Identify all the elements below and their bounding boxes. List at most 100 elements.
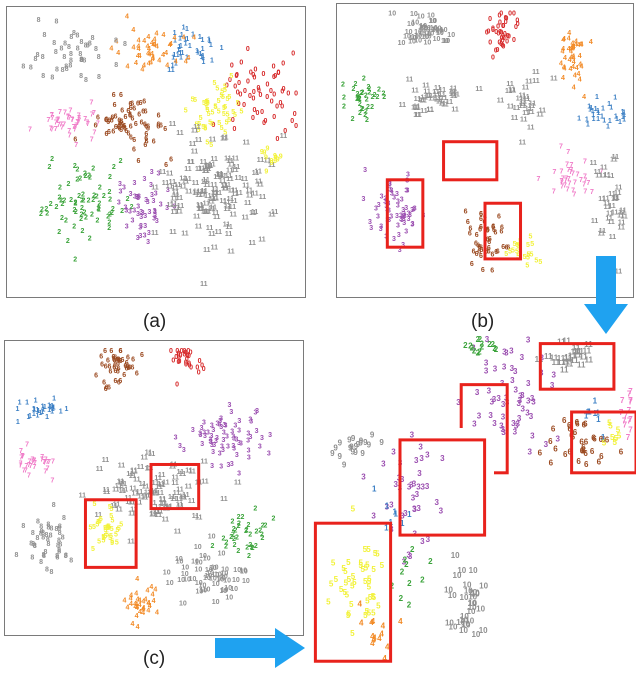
scatter-point-blue: 1 — [207, 38, 211, 45]
scatter-point-purple: 3 — [225, 434, 229, 441]
scatter-point-yellow: 5 — [226, 96, 230, 103]
scatter-point-pink: 7 — [628, 396, 633, 405]
scatter-point-gray: 11 — [564, 354, 573, 363]
scatter-point-purple: 3 — [400, 217, 404, 224]
scatter-point-gray: 11 — [199, 189, 207, 196]
scatter-point-gray: 9 — [347, 436, 352, 445]
scatter-point-red: 0 — [184, 361, 188, 368]
scatter-point-yellow: 5 — [610, 433, 615, 442]
scatter-point-brown: 6 — [112, 357, 116, 364]
scatter-point-green: 2 — [50, 156, 54, 163]
scatter-point-gray: 11 — [413, 112, 421, 119]
scatter-point-red: 0 — [491, 27, 495, 34]
highlight-box — [398, 438, 487, 537]
scatter-point-orange: 4 — [580, 42, 584, 49]
scatter-point-purple: 3 — [143, 176, 147, 183]
scatter-point-gray: 10 — [468, 599, 477, 608]
scatter-point-blue: 1 — [50, 403, 54, 410]
scatter-point-brown: 6 — [156, 122, 160, 129]
scatter-point-red: 0 — [286, 90, 290, 97]
scatter-point-yellow: 5 — [227, 117, 231, 124]
scatter-point-pink: 7 — [93, 129, 97, 136]
scatter-point-purple: 3 — [410, 431, 415, 440]
scatter-point-green: 2 — [232, 526, 236, 533]
scatter-point-purple: 3 — [513, 367, 518, 376]
scatter-point-gray: 11 — [583, 346, 592, 355]
scatter-point-gray: 8 — [56, 542, 60, 549]
scatter-point-pink: 7 — [565, 162, 569, 169]
scatter-point-pink: 7 — [583, 159, 587, 166]
scatter-point-gray: 10 — [433, 36, 441, 43]
scatter-point-purple: 3 — [415, 490, 420, 499]
scatter-point-yellow: 5 — [371, 565, 376, 574]
scatter-point-purple: 3 — [515, 420, 520, 429]
scatter-point-purple: 3 — [221, 447, 225, 454]
scatter-point-gray: 11 — [256, 181, 264, 188]
scatter-point-gray: 11 — [229, 204, 237, 211]
scatter-point-purple: 3 — [471, 344, 476, 353]
scatter-point-green: 2 — [247, 522, 251, 529]
scatter-point-green: 2 — [261, 523, 265, 530]
scatter-point-yellow: 5 — [508, 248, 512, 255]
scatter-point-pink: 7 — [579, 177, 583, 184]
scatter-point-gray: 9 — [351, 434, 356, 443]
scatter-point-orange: 4 — [165, 62, 169, 69]
scatter-point-gray: 11 — [207, 199, 215, 206]
scatter-point-brown: 6 — [573, 428, 578, 437]
scatter-point-gray: 11 — [505, 88, 513, 95]
scatter-point-yellow: 5 — [351, 505, 356, 514]
scatter-point-gray: 11 — [102, 487, 110, 494]
scatter-point-pink: 7 — [85, 119, 89, 126]
scatter-point-purple: 3 — [510, 364, 515, 373]
scatter-point-purple: 3 — [136, 211, 140, 218]
scatter-point-gray: 11 — [208, 162, 216, 169]
scatter-point-blue: 1 — [372, 485, 377, 494]
scatter-point-gray: 11 — [529, 100, 537, 107]
scatter-point-green: 2 — [81, 228, 85, 235]
scatter-point-purple: 3 — [387, 217, 391, 224]
scatter-point-green: 2 — [479, 340, 484, 349]
scatter-point-purple: 3 — [231, 443, 235, 450]
scatter-point-green: 2 — [76, 166, 80, 173]
scatter-point-gray: 10 — [221, 587, 229, 594]
scatter-point-orange: 4 — [142, 62, 146, 69]
scatter-point-purple: 3 — [456, 398, 461, 407]
scatter-point-yellow: 5 — [110, 526, 114, 533]
scatter-point-green: 2 — [357, 96, 361, 103]
scatter-point-gray: 9 — [348, 443, 353, 452]
scatter-point-purple: 3 — [420, 537, 425, 546]
scatter-point-green: 2 — [364, 109, 368, 116]
scatter-point-red: 0 — [175, 382, 179, 389]
scatter-point-yellow: 5 — [236, 100, 240, 107]
scatter-point-gray: 10 — [420, 25, 428, 32]
scatter-point-purple: 3 — [124, 204, 128, 211]
scatter-point-purple: 3 — [152, 198, 156, 205]
scatter-point-brown: 6 — [126, 108, 130, 115]
scatter-point-yellow: 5 — [607, 419, 612, 428]
scatter-point-blue: 1 — [183, 36, 187, 43]
scatter-point-gray: 11 — [192, 190, 200, 197]
scatter-point-red: 0 — [280, 103, 284, 110]
scatter-point-purple: 3 — [387, 208, 391, 215]
scatter-point-yellow: 5 — [201, 124, 205, 131]
scatter-point-brown: 6 — [584, 460, 589, 469]
highlight-box — [149, 462, 201, 511]
scatter-point-green: 2 — [73, 207, 77, 214]
scatter-point-purple: 3 — [247, 454, 251, 461]
scatter-point-red: 0 — [506, 33, 510, 40]
scatter-point-pink: 7 — [628, 387, 633, 396]
scatter-point-yellow: 5 — [203, 124, 207, 131]
scatter-point-brown: 6 — [144, 131, 148, 138]
scatter-point-brown: 6 — [132, 105, 136, 112]
scatter-point-yellow: 9 — [263, 150, 267, 157]
scatter-point-green: 2 — [400, 568, 405, 577]
scatter-point-purple: 3 — [411, 221, 415, 228]
scatter-point-gray: 11 — [508, 87, 516, 94]
scatter-point-orange: 4 — [129, 601, 133, 608]
scatter-point-gray: 8 — [55, 526, 59, 533]
scatter-point-pink: 7 — [50, 478, 54, 485]
scatter-point-pink: 7 — [28, 126, 32, 133]
scatter-point-yellow: 5 — [372, 593, 377, 602]
scatter-point-gray: 8 — [49, 526, 53, 533]
scatter-point-gray: 11 — [242, 140, 250, 147]
